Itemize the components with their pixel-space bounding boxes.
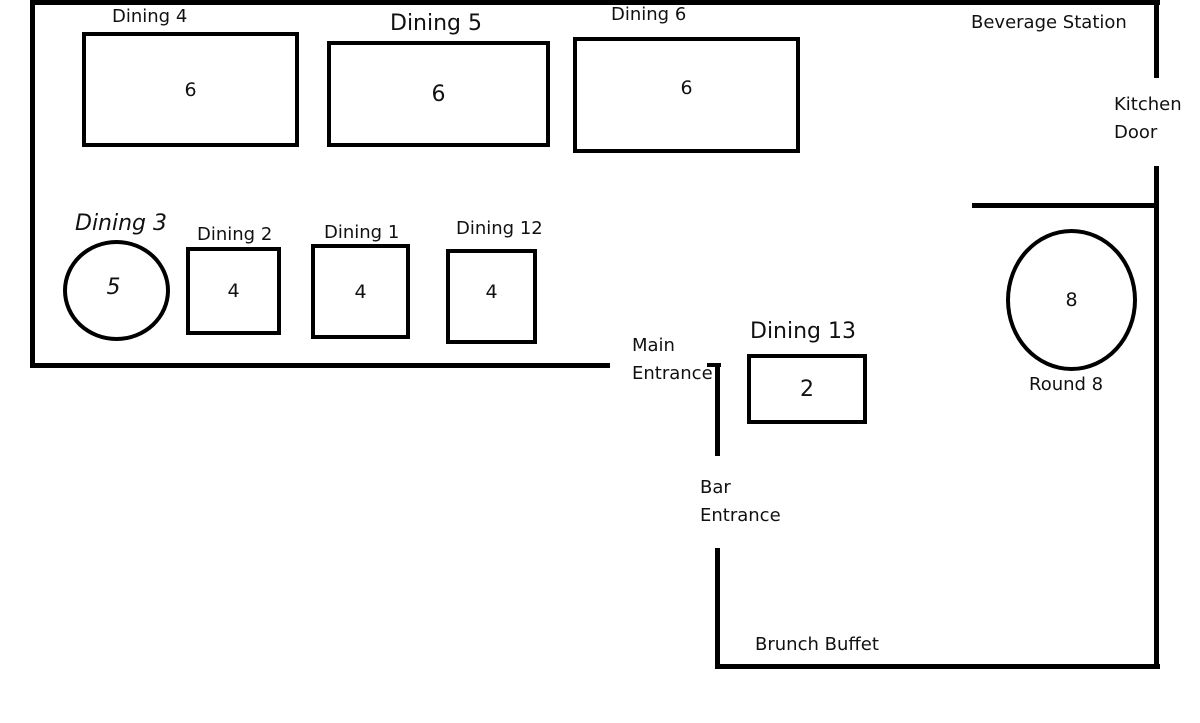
- kitchen-door-line1: Kitchen: [1114, 94, 1182, 115]
- area-beverage-station: Beverage Station: [971, 12, 1127, 33]
- seat-count: 6: [680, 77, 693, 99]
- table-dining-12[interactable]: 4: [446, 249, 537, 344]
- area-bar-entrance: Bar Entrance: [700, 474, 781, 530]
- seat-count: 4: [354, 280, 367, 303]
- table-dining-6[interactable]: 6: [573, 37, 800, 153]
- seat-count: 2: [800, 376, 814, 402]
- wall-right-bottom: [1154, 166, 1159, 669]
- wall-entrance-stub: [707, 363, 721, 367]
- table-label-dining-13: Dining 13: [750, 319, 857, 344]
- table-dining-1[interactable]: 4: [311, 244, 410, 339]
- table-label-dining-6: Dining 6: [611, 4, 687, 25]
- table-label-dining-3: Dining 3: [75, 211, 168, 236]
- main-entrance-line2: Entrance: [632, 363, 713, 384]
- table-label-dining-1: Dining 1: [324, 222, 400, 243]
- table-dining-13[interactable]: 2: [747, 354, 867, 424]
- seat-count: 5: [106, 274, 121, 300]
- seat-count: 6: [184, 78, 197, 101]
- wall-bar-lower: [715, 548, 720, 669]
- table-dining-3[interactable]: 5: [63, 240, 170, 341]
- table-label-dining-12: Dining 12: [456, 218, 543, 239]
- seat-count: 8: [1065, 289, 1078, 311]
- wall-kitchen-divider: [972, 203, 1159, 208]
- seat-count: 4: [485, 280, 498, 303]
- wall-left: [30, 0, 35, 368]
- main-entrance-line1: Main: [632, 335, 675, 356]
- wall-buffet-bottom: [715, 664, 1160, 669]
- bar-entrance-line1: Bar: [700, 477, 731, 498]
- table-label-dining-2: Dining 2: [197, 224, 273, 245]
- area-main-entrance: Main Entrance: [632, 332, 713, 388]
- table-dining-4[interactable]: 6: [82, 32, 299, 147]
- table-dining-2[interactable]: 4: [186, 247, 281, 335]
- wall-right-top: [1154, 0, 1159, 78]
- wall-top: [30, 0, 1160, 5]
- seat-count: 4: [227, 280, 240, 302]
- wall-bar-upper: [715, 363, 720, 456]
- table-label-dining-4: Dining 4: [112, 6, 188, 27]
- area-brunch-buffet: Brunch Buffet: [755, 634, 879, 655]
- table-label-dining-5: Dining 5: [390, 11, 483, 36]
- wall-dining-bottom: [30, 363, 610, 368]
- area-kitchen-door: Kitchen Door: [1114, 91, 1182, 147]
- bar-entrance-line2: Entrance: [700, 505, 781, 526]
- table-dining-5[interactable]: 6: [327, 41, 550, 147]
- seat-count: 6: [431, 81, 446, 107]
- table-round-8[interactable]: 8: [1006, 229, 1137, 371]
- table-label-round-8: Round 8: [1029, 374, 1104, 395]
- kitchen-door-line2: Door: [1114, 122, 1158, 143]
